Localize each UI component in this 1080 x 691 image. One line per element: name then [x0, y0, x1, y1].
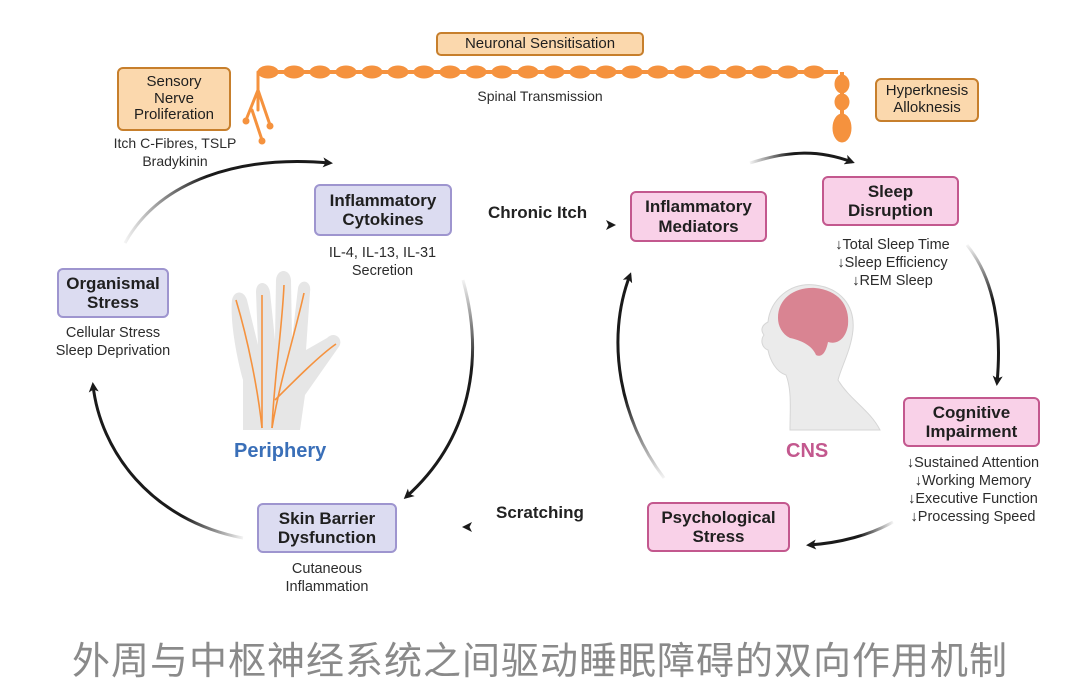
nerve-fibre-icon	[242, 65, 852, 145]
cognitive-impairment-box: Cognitive Impairment	[903, 397, 1040, 447]
detail-line: ↓Working Memory	[914, 473, 1032, 490]
box-title-line: Stress	[692, 527, 745, 546]
box-title-line: Psychological	[661, 507, 776, 527]
organismal-stress-box: Organismal Stress	[57, 268, 169, 318]
sensory-nerve-line: Nerve	[153, 89, 194, 107]
sleep-details: ↓Total Sleep Time ↓Sleep Efficiency ↓REM…	[810, 236, 975, 290]
box-title-line: Sleep	[867, 181, 914, 201]
neuronal-sensitisation-label: Neuronal Sensitisation	[436, 32, 644, 56]
arrow-mediators-to-sleep	[749, 151, 855, 165]
box-title-line: Disruption	[848, 201, 933, 220]
detail-line: Inflammation	[285, 579, 369, 596]
detail-line: ↓Total Sleep Time	[835, 237, 950, 253]
hyperknesis-line: Alloknesis	[893, 99, 961, 116]
box-title-line: Dysfunction	[277, 528, 377, 547]
arrow-cognitive-to-psych	[806, 520, 894, 550]
skin-barrier-dysfunction-box: Skin Barrier Dysfunction	[257, 503, 397, 553]
figure-caption: 外周与中枢神经系统之间驱动睡眠障碍的双向作用机制	[71, 639, 1008, 683]
detail-line: Cellular Stress	[65, 325, 161, 341]
cns-region-label: CNS	[786, 440, 829, 462]
hyperknesis-line: Hyperknesis	[885, 82, 969, 100]
box-title-line: Stress	[87, 293, 139, 312]
hand-icon	[231, 271, 341, 430]
scratching-label: Scratching	[496, 503, 584, 522]
detail-line: ↓Processing Speed	[910, 509, 1036, 526]
detail-line: ↓Executive Function	[908, 491, 1038, 508]
hyperknesis-alloknesis-box: Hyperknesis Alloknesis	[875, 78, 979, 122]
arrow-sleep-to-cognitive	[965, 244, 1003, 386]
sleep-disruption-box: Sleep Disruption	[822, 176, 959, 226]
box-title-line: Cognitive	[932, 402, 1011, 422]
detail-line: ↓Sleep Efficiency	[837, 255, 948, 272]
detail-line: Sleep Deprivation	[55, 343, 171, 360]
arrow-skin-to-organismal	[88, 382, 244, 540]
inflammatory-mediators-box: Inflammatory Mediators	[630, 191, 767, 242]
spinal-transmission-text: Spinal Transmission	[477, 88, 603, 104]
chronic-itch-label: Chronic Itch	[488, 203, 588, 222]
box-title-line: Skin Barrier	[278, 508, 376, 528]
arrow-cytokines-to-skin	[403, 279, 474, 499]
cognitive-details: ↓Sustained Attention ↓Working Memory ↓Ex…	[888, 454, 1058, 527]
detail-line: ↓Sustained Attention	[906, 455, 1040, 471]
neuronal-sensitisation-text: Neuronal Sensitisation	[464, 34, 616, 52]
box-title-line: Organismal	[66, 273, 160, 293]
head-with-brain-icon	[761, 284, 881, 431]
detail-line: Secretion	[351, 263, 414, 280]
psychological-stress-box: Psychological Stress	[647, 502, 790, 552]
box-title-line: Cytokines	[342, 210, 424, 229]
spinal-transmission-label: Spinal Transmission	[440, 88, 640, 106]
inflammatory-cytokines-box: Inflammatory Cytokines	[314, 184, 452, 236]
box-title-line: Inflammatory	[329, 190, 437, 210]
box-title-line: Impairment	[925, 422, 1018, 441]
box-title-line: Inflammatory	[645, 197, 752, 217]
sensory-nerve-proliferation-box: Sensory Nerve Proliferation	[117, 67, 231, 131]
organismal-details: Cellular Stress Sleep Deprivation	[38, 324, 188, 360]
detail-line: IL-4, IL-13, IL-31	[328, 245, 437, 261]
arrow-psych-to-mediators	[616, 272, 666, 479]
sensory-detail-line: Itch C-Fibres, TSLP	[113, 135, 237, 151]
sensory-nerve-line: Proliferation	[133, 106, 215, 124]
detail-line: ↓REM Sleep	[852, 273, 933, 290]
arrow-organismal-to-cytokines	[123, 157, 333, 244]
cytokines-details: IL-4, IL-13, IL-31 Secretion	[300, 244, 465, 280]
sensory-nerve-line: Sensory	[146, 72, 202, 90]
sensory-detail-line: Bradykinin	[142, 152, 208, 169]
skin-details: Cutaneous Inflammation	[252, 560, 402, 596]
box-title-line: Mediators	[658, 216, 739, 236]
periphery-region-label: Periphery	[234, 440, 327, 462]
detail-line: Cutaneous	[291, 561, 363, 577]
sensory-nerve-details: Itch C-Fibres, TSLP Bradykinin	[95, 135, 255, 170]
